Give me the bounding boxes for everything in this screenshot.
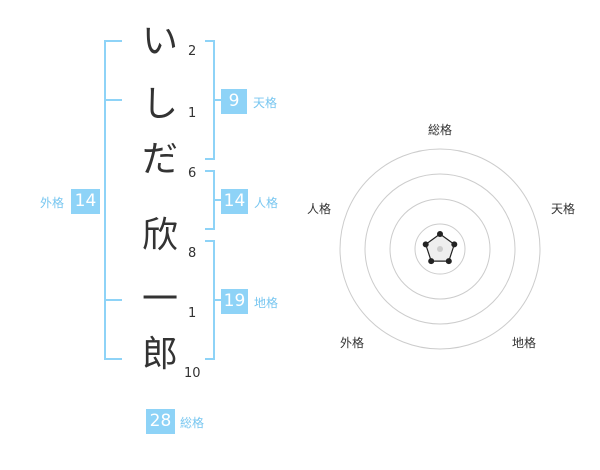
gaikaku-bracket-tick-lower (104, 299, 122, 301)
stroke-count-5: 1 (188, 306, 197, 321)
jinkaku-bracket-tick (214, 199, 221, 201)
radar-ring-2 (389, 198, 491, 300)
tenkaku-label: 天格 (253, 96, 278, 110)
radar-ring-4 (339, 148, 541, 350)
tenkaku-value-badge: 9 (221, 89, 247, 114)
stroke-count-1: 2 (188, 44, 197, 59)
stroke-count-6: 10 (184, 366, 201, 381)
radar-label-upper-right: 天格 (551, 201, 575, 216)
chikaku-value-badge: 19 (221, 289, 248, 314)
radar-point-4 (428, 258, 435, 265)
stroke-count-3: 6 (188, 166, 197, 181)
jinkaku-value-badge: 14 (221, 189, 248, 214)
radar-ring-3 (364, 173, 516, 325)
radar-point-1 (437, 231, 443, 237)
radar-point-5 (422, 241, 429, 248)
tenkaku-bracket-tick (214, 99, 221, 101)
radar-label-lower-right: 地格 (512, 335, 536, 350)
radar-points (422, 231, 458, 265)
radar-label-top: 総格 (428, 122, 452, 137)
radar-point-3 (445, 258, 452, 265)
name-char-3: だ (141, 139, 178, 180)
stroke-count-2: 1 (188, 106, 197, 121)
name-char-2: し (141, 84, 178, 125)
radar-label-lower-left: 外格 (340, 335, 364, 350)
radar-label-upper-left: 人格 (307, 201, 331, 216)
gaikaku-label: 外格 (40, 196, 65, 210)
gaikaku-value-badge: 14 (71, 189, 100, 214)
radar-grid (339, 148, 541, 350)
radar-center-dot (437, 246, 443, 252)
stroke-count-4: 8 (188, 246, 197, 261)
radar-point-2 (451, 241, 458, 248)
chikaku-bracket-tick (214, 299, 221, 301)
soukaku-value-badge: 28 (146, 409, 175, 434)
name-char-4: 欣 (141, 215, 178, 256)
name-char-1: い (141, 21, 178, 62)
gaikaku-bracket-tick-upper (104, 99, 122, 101)
jinkaku-label: 人格 (254, 196, 279, 210)
radar-ring-1 (414, 223, 466, 275)
soukaku-label: 総格 (180, 416, 205, 430)
chikaku-label: 地格 (254, 296, 279, 310)
gaikaku-bracket (104, 40, 122, 360)
name-char-5: 一 (141, 279, 178, 320)
name-char-6: 郎 (141, 334, 178, 375)
